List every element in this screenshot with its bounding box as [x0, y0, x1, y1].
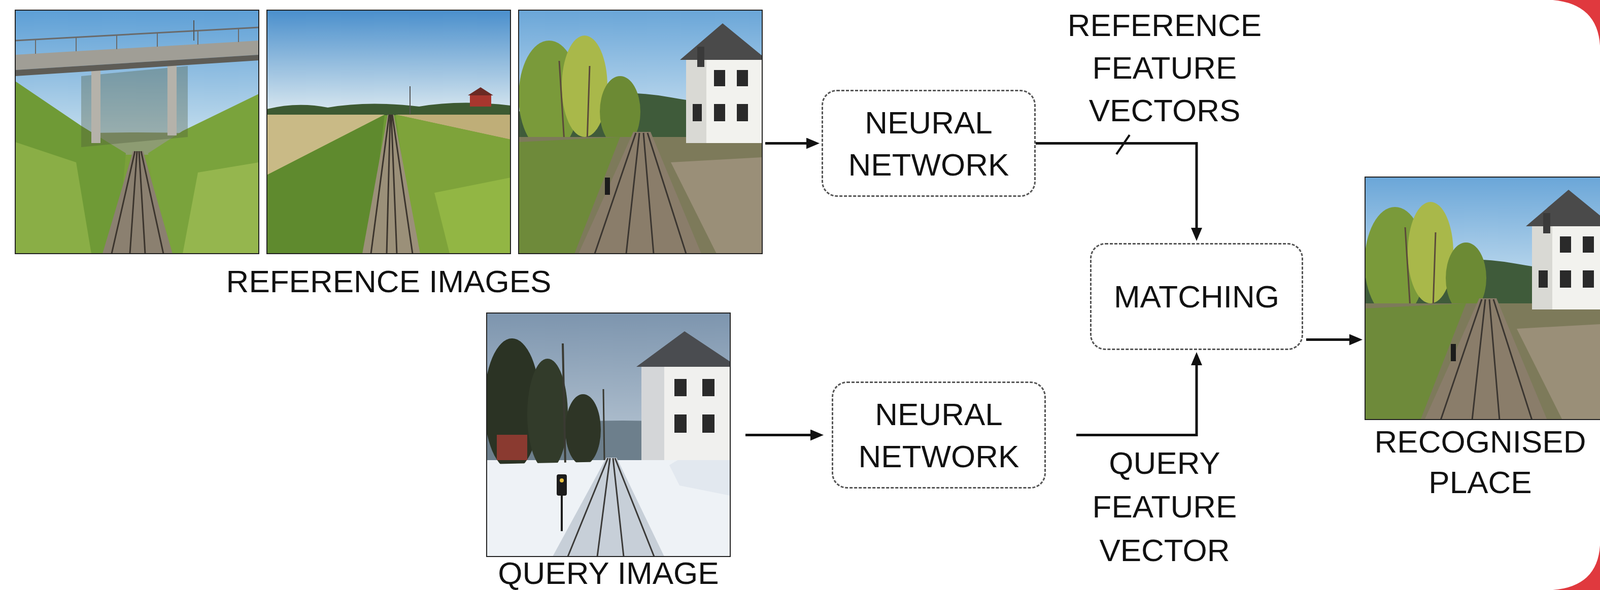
flow-arrow [745, 433, 821, 437]
flow-arrow [765, 142, 817, 145]
recognised-photo [1364, 176, 1600, 421]
image-caption: RECOGNISED PLACE [1364, 421, 1600, 503]
photo-frame [15, 10, 259, 254]
recognised-photo-image [1364, 176, 1600, 421]
flow-arrow [1306, 338, 1360, 342]
query-photo [484, 313, 731, 557]
box-label: NEURAL NETWORK [836, 101, 1021, 186]
photo-frame [266, 10, 511, 254]
image-group: REFERENCE IMAGES [15, 10, 763, 301]
flow-arrow [1035, 143, 1197, 239]
image-caption: QUERY IMAGE [486, 557, 731, 590]
box-label: MATCHING [1113, 275, 1280, 318]
image-group: RECOGNISED PLACE [1364, 176, 1600, 503]
image-group: QUERY IMAGE [486, 313, 731, 590]
box-label: NEURAL NETWORK [846, 393, 1031, 478]
process-box: NEURAL NETWORK [821, 89, 1036, 197]
reference-photo [518, 10, 763, 254]
reference-photo [266, 10, 511, 254]
process-box: MATCHING [1090, 243, 1304, 351]
corner-accent [1552, 545, 1600, 590]
image-caption: REFERENCE IMAGES [15, 262, 763, 301]
reference-photo [15, 10, 259, 254]
photo-frame [1365, 177, 1600, 420]
edge-label: REFERENCE FEATURE VECTORS [1047, 4, 1282, 132]
photo-frame [486, 313, 731, 557]
photo-frame [518, 10, 763, 254]
process-box: NEURAL NETWORK [831, 381, 1046, 489]
corner-accent [1552, 0, 1600, 46]
edge-label: QUERY FEATURE VECTOR [1047, 441, 1282, 573]
flow-arrow [1076, 355, 1197, 436]
